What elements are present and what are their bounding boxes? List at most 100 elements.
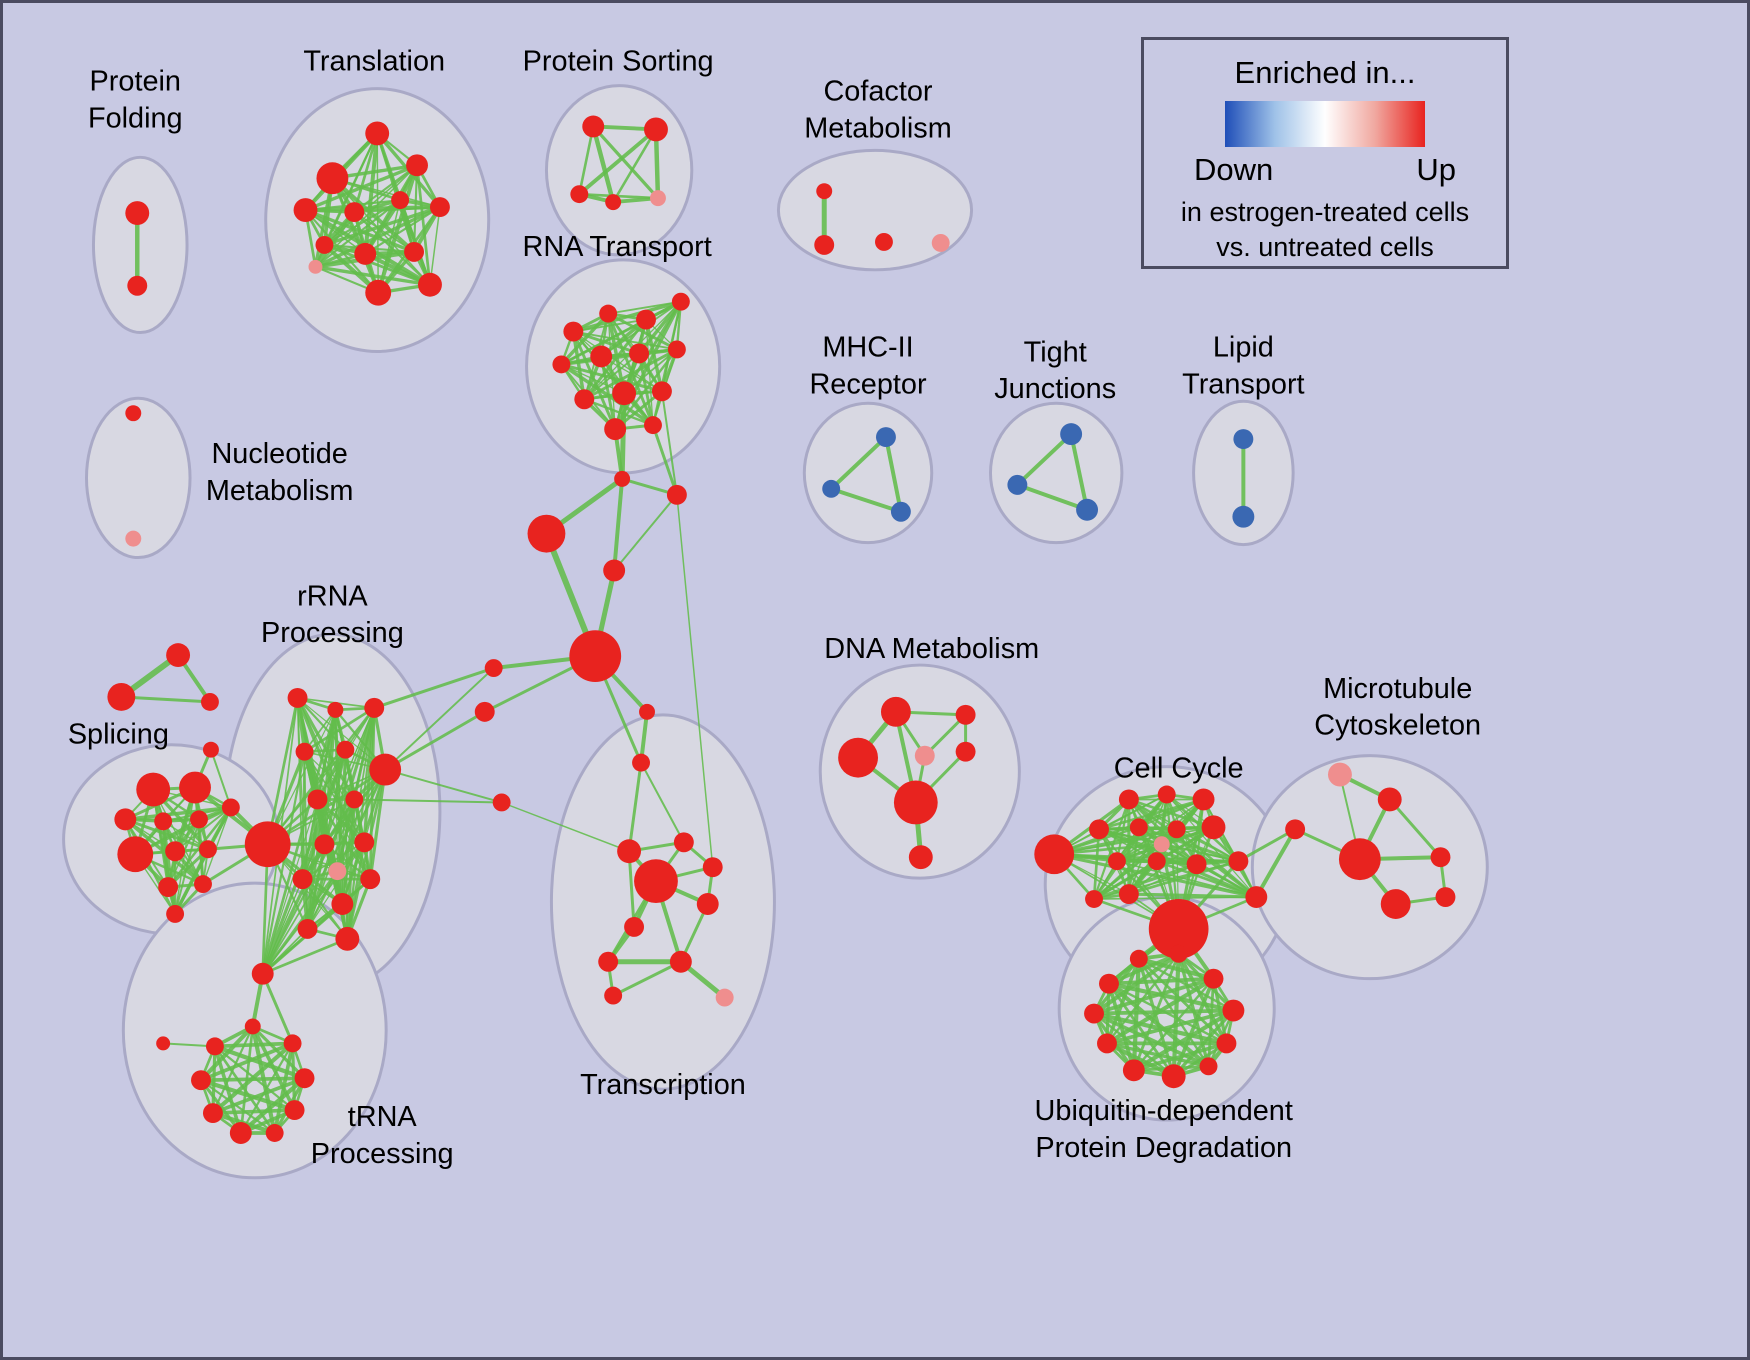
node-x2	[632, 753, 650, 772]
edge-u6-u9	[1131, 1008, 1236, 1073]
node-cc3	[1192, 788, 1215, 811]
node-r2	[599, 304, 618, 323]
edge-r11-c2	[660, 390, 678, 496]
edge-tj2-tj3	[1015, 482, 1090, 512]
node-rr2	[327, 701, 344, 718]
node-tr6	[202, 1103, 223, 1124]
node-c4	[603, 559, 626, 582]
edge-t5-t10	[353, 211, 415, 253]
node-rr1	[287, 687, 308, 708]
edge-cc11-cc17	[1155, 859, 1258, 899]
node-s3	[114, 808, 137, 831]
edge-tr4-tr8	[199, 1078, 243, 1135]
tight-junctions-label: Tight	[1024, 336, 1087, 368]
node-r9	[574, 389, 595, 410]
node-r8	[667, 340, 686, 359]
node-s12	[166, 905, 185, 923]
edge-s6-s11	[202, 806, 232, 885]
node-tri1	[166, 643, 191, 668]
node-ps4	[605, 194, 622, 211]
node-tj1	[1060, 423, 1083, 446]
transcription-label: Transcription	[580, 1069, 746, 1101]
edge-rr15-rr18	[261, 902, 344, 976]
mhc-ii-receptor-label: MHC-II	[822, 331, 913, 363]
node-tj3	[1076, 498, 1099, 521]
node-rr17	[335, 926, 360, 951]
edge-tj1-tj2	[1015, 432, 1074, 487]
node-s6	[221, 798, 240, 817]
edge-rr6-rr14	[368, 768, 387, 881]
edge-t5-t12	[353, 211, 432, 286]
node-s10	[158, 877, 179, 898]
edge-r7-r9	[583, 352, 640, 401]
node-u8	[1216, 1033, 1237, 1054]
dna-metabolism-label: DNA Metabolism	[824, 633, 1039, 665]
edge-r8-r9	[582, 347, 679, 401]
edge-i3-x3	[500, 801, 630, 852]
edge-r2-r5	[559, 311, 610, 367]
edge-m2-m5	[1388, 797, 1442, 859]
edge-s6-s8	[174, 806, 232, 853]
node-x12	[604, 986, 623, 1005]
edge-u4-u5	[1092, 976, 1216, 1016]
node-lt2	[1232, 505, 1255, 528]
node-cf1	[816, 183, 833, 200]
node-rr7	[244, 821, 291, 868]
edge-mh2-mh3	[829, 486, 903, 514]
edge-ps2-ps3	[577, 127, 658, 197]
node-t3	[406, 154, 428, 177]
edge-rr9-rr12	[335, 797, 356, 873]
edge-tr1-tr6	[211, 1025, 254, 1115]
edge-rr5-rr18	[261, 748, 347, 976]
node-rr18	[251, 962, 274, 985]
node-cc12	[1186, 854, 1207, 875]
node-u11	[1199, 1057, 1218, 1076]
node-x9	[598, 951, 619, 972]
edge-u3-u4	[1107, 976, 1216, 986]
node-x11	[715, 988, 734, 1007]
edge-u2-u10	[1171, 951, 1181, 1079]
node-r6	[590, 345, 613, 368]
node-tr8	[229, 1122, 252, 1144]
edge-r1-r9	[571, 329, 587, 401]
node-c1	[614, 470, 631, 487]
edge-i3-rr6	[384, 768, 503, 804]
edge-r1-r12	[571, 330, 617, 431]
edge-rr12-rr16	[306, 870, 339, 930]
node-rr12	[328, 862, 347, 881]
legend-up-label: Up	[1416, 152, 1456, 187]
node-r11	[651, 381, 672, 402]
edge-s9-s12	[173, 847, 210, 916]
edge-r13-c2	[651, 423, 679, 497]
edge-rr3-rr4	[303, 706, 376, 754]
edge-cc2-cc17	[1166, 793, 1257, 898]
trna-processing-label: Processing	[311, 1138, 454, 1170]
edge-mh1-mh2	[829, 435, 888, 491]
node-t7	[429, 197, 450, 218]
edge-tj1-tj3	[1069, 432, 1090, 512]
edge-rr5-rr12	[336, 748, 347, 872]
edge-rr10-rr17	[323, 843, 349, 940]
node-t9	[354, 242, 377, 265]
node-m5	[1430, 847, 1451, 868]
node-u5	[1084, 1003, 1104, 1024]
node-cc13	[1228, 851, 1249, 872]
node-tr2	[205, 1037, 224, 1056]
edge-mh1-mh3	[883, 435, 903, 514]
lipid-transport-label: Transport	[1182, 368, 1304, 400]
edge-u8-u9	[1131, 1041, 1229, 1073]
node-x10	[669, 950, 692, 973]
trna-processing-label: tRNA	[348, 1101, 418, 1133]
node-u9	[1122, 1059, 1145, 1082]
node-u1	[1129, 949, 1148, 968]
edge-tr2-tr5	[212, 1044, 307, 1081]
protein-folding-ellipse	[91, 155, 189, 335]
node-tl	[156, 1036, 171, 1051]
edge-cc13-cc15	[1093, 860, 1240, 900]
edge-u2-u3	[1107, 951, 1181, 986]
node-u2	[1169, 944, 1188, 963]
edge-tr4-tr7	[198, 1078, 297, 1113]
node-n1	[125, 405, 142, 422]
node-rr5	[336, 740, 355, 759]
